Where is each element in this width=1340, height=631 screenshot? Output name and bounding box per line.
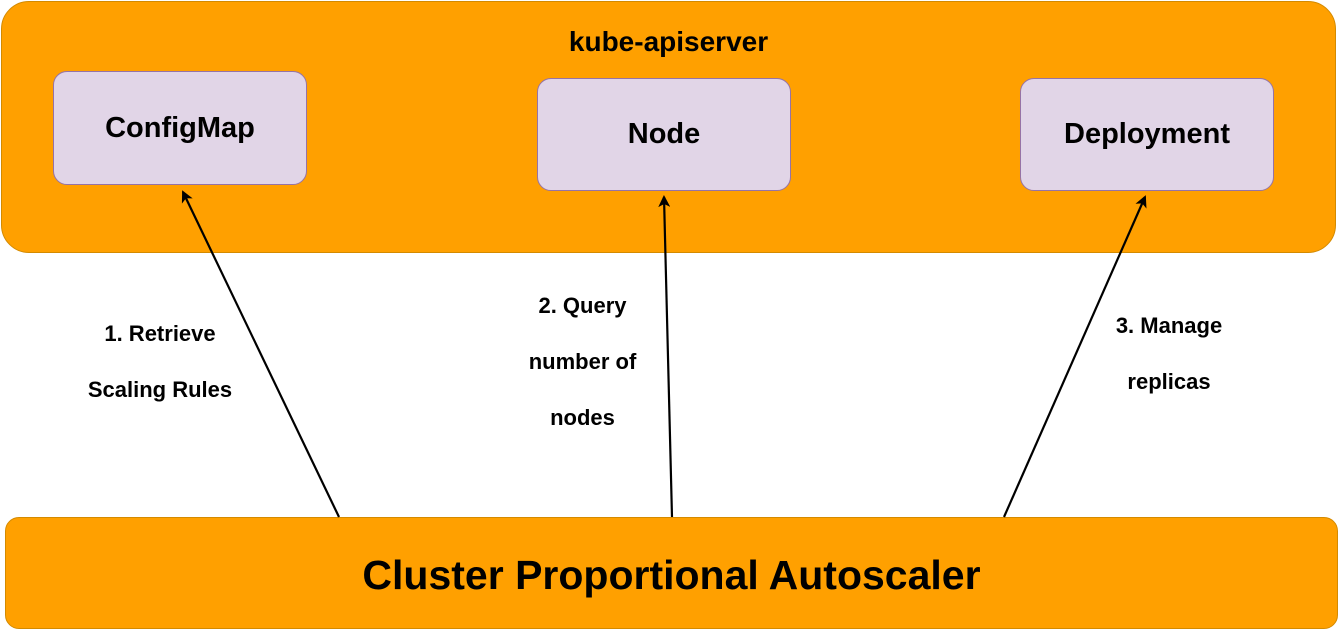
edge-label-line: 1. Retrieve [104, 321, 216, 346]
deployment-node: Deployment [1020, 78, 1274, 191]
edge-label-manage-replicas: 3. Manage replicas [1080, 298, 1258, 410]
autoscaler-label: Cluster Proportional Autoscaler [362, 551, 981, 598]
edge-label-line: number of [528, 349, 637, 374]
cluster-proportional-autoscaler-box: Cluster Proportional Autoscaler [5, 517, 1338, 629]
edge-label-line: replicas [1127, 369, 1211, 394]
edge-label-line: 2. Query [538, 293, 627, 318]
configmap-node: ConfigMap [53, 71, 307, 185]
node-resource-node: Node [537, 78, 791, 191]
kube-apiserver-title: kube-apiserver [568, 26, 769, 57]
edge-label-retrieve-scaling-rules: 1. Retrieve Scaling Rules [55, 306, 265, 418]
edge-label-query-nodes: 2. Query number of nodes [495, 278, 670, 446]
edge-label-line: nodes [550, 405, 615, 430]
edge-label-line: Scaling Rules [87, 377, 233, 402]
edge-label-line: 3. Manage [1115, 313, 1223, 338]
